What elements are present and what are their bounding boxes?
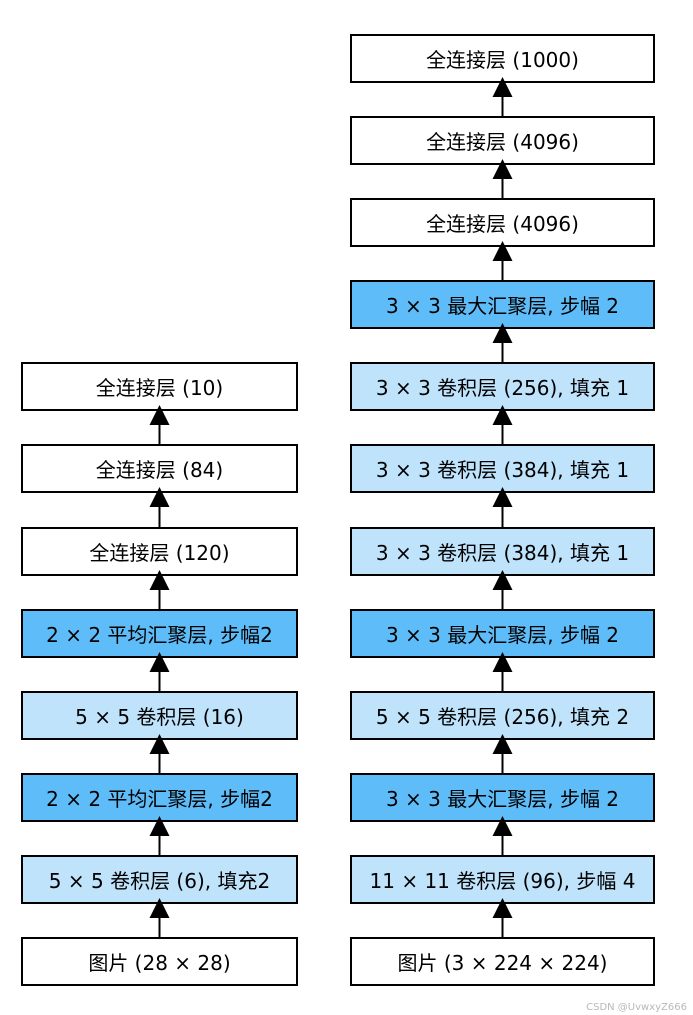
lenet-layer-label: 5 × 5 卷积层 (16) [75, 705, 244, 729]
lenet-layer-label: 全连接层 (10) [95, 376, 224, 400]
lenet-layer-label: 图片 (28 × 28) [88, 951, 231, 975]
alexnet-layer-label: 3 × 3 最大汇聚层, 步幅 2 [385, 787, 620, 811]
alexnet-layer-2: 11 × 11 卷积层 (96), 步幅 4 [350, 855, 655, 904]
alexnet-layer-9: 3 × 3 最大汇聚层, 步幅 2 [350, 280, 655, 329]
alexnet-layer-label: 全连接层 (1000) [426, 48, 579, 72]
lenet-layer-label: 2 × 2 平均汇聚层, 步幅2 [46, 623, 273, 647]
lenet-layer-8: 全连接层 (10) [21, 362, 298, 411]
alexnet-layer-4: 5 × 5 卷积层 (256), 填充 2 [350, 691, 655, 740]
alexnet-layer-1: 图片 (3 × 224 × 224) [350, 937, 655, 986]
alexnet-layer-label: 全连接层 (4096) [426, 212, 579, 236]
alexnet-layer-8: 3 × 3 卷积层 (256), 填充 1 [350, 362, 655, 411]
alexnet-layer-label: 3 × 3 卷积层 (384), 填充 1 [375, 541, 630, 565]
alexnet-layer-label: 3 × 3 卷积层 (384), 填充 1 [375, 458, 630, 482]
lenet-layer-label: 5 × 5 卷积层 (6), 填充2 [48, 869, 271, 893]
alexnet-layer-label: 11 × 11 卷积层 (96), 步幅 4 [369, 869, 636, 893]
alexnet-layer-11: 全连接层 (4096) [350, 116, 655, 165]
lenet-layer-label: 2 × 2 平均汇聚层, 步幅2 [46, 787, 273, 811]
alexnet-layer-label: 3 × 3 卷积层 (256), 填充 1 [375, 376, 630, 400]
lenet-layer-3: 2 × 2 平均汇聚层, 步幅2 [21, 773, 298, 822]
lenet-layer-1: 图片 (28 × 28) [21, 937, 298, 986]
alexnet-layer-7: 3 × 3 卷积层 (384), 填充 1 [350, 444, 655, 493]
alexnet-layer-label: 全连接层 (4096) [426, 130, 579, 154]
lenet-layer-4: 5 × 5 卷积层 (16) [21, 691, 298, 740]
alexnet-layer-label: 3 × 3 最大汇聚层, 步幅 2 [385, 623, 620, 647]
lenet-layer-6: 全连接层 (120) [21, 527, 298, 576]
watermark: CSDN @UvwxyZ666 [586, 1002, 687, 1013]
alexnet-layer-label: 3 × 3 最大汇聚层, 步幅 2 [385, 294, 620, 318]
lenet-layer-label: 全连接层 (120) [89, 541, 230, 565]
alexnet-layer-label: 图片 (3 × 224 × 224) [397, 951, 608, 975]
lenet-layer-7: 全连接层 (84) [21, 444, 298, 493]
alexnet-layer-label: 5 × 5 卷积层 (256), 填充 2 [375, 705, 630, 729]
lenet-layer-label: 全连接层 (84) [95, 458, 224, 482]
lenet-layer-5: 2 × 2 平均汇聚层, 步幅2 [21, 609, 298, 658]
